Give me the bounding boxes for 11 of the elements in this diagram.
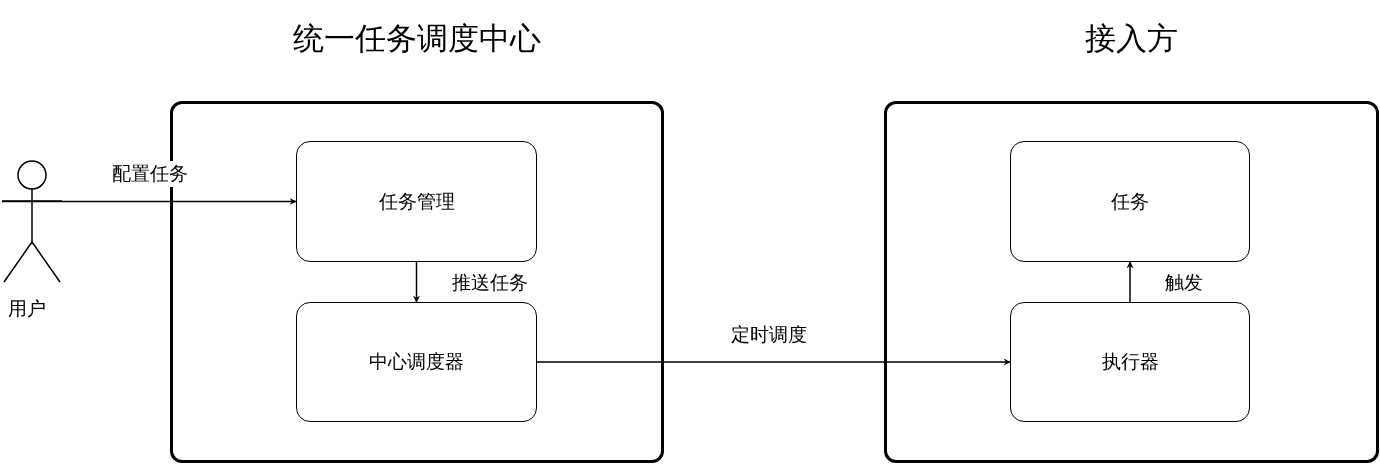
process-box: 任务 bbox=[1010, 141, 1250, 262]
arrow bbox=[1126, 261, 1134, 303]
edge-label: 配置任务 bbox=[110, 160, 190, 187]
process-box: 中心调度器 bbox=[296, 302, 537, 422]
arrow bbox=[413, 261, 420, 303]
actor-label: 用户 bbox=[8, 296, 46, 321]
group-title: 接入方 bbox=[1084, 19, 1179, 58]
process-box: 任务管理 bbox=[296, 141, 537, 262]
process-box: 执行器 bbox=[1010, 302, 1250, 422]
group-title: 统一任务调度中心 bbox=[292, 19, 542, 58]
arrow bbox=[536, 358, 1011, 366]
